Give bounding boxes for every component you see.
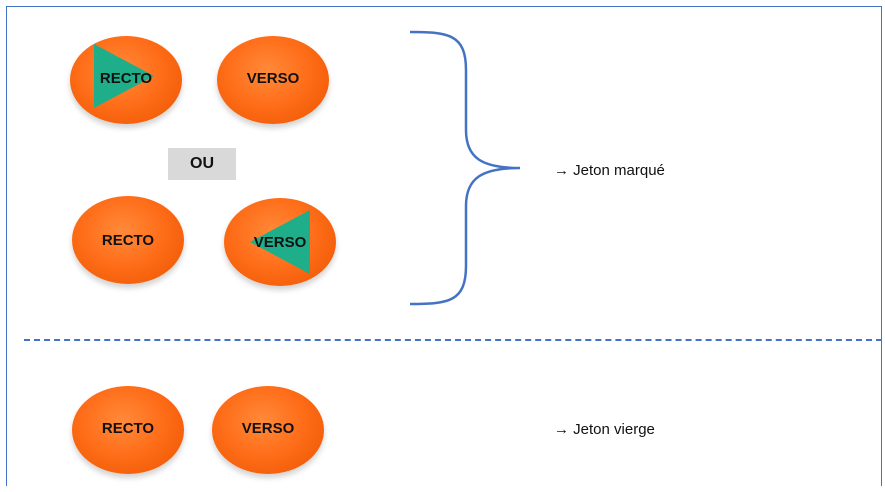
result-marked: → Jeton marqué xyxy=(554,162,665,179)
or-label: OU xyxy=(168,148,236,180)
token-verso-blank: VERSO xyxy=(212,386,324,474)
token-label-recto: RECTO xyxy=(99,70,153,87)
token-recto-blank: RECTO xyxy=(72,386,184,474)
token-verso-marked: VERSO xyxy=(224,198,336,286)
diagram-frame xyxy=(6,6,882,486)
result-blank: → Jeton vierge xyxy=(554,421,655,438)
token-label-verso: VERSO xyxy=(246,70,300,87)
token-label-recto: RECTO xyxy=(101,232,155,249)
triangle-right-icon xyxy=(94,44,154,108)
token-recto-plain: RECTO xyxy=(72,196,184,284)
token-label-verso: VERSO xyxy=(241,420,295,437)
triangle-left-icon xyxy=(250,210,310,274)
token-recto-marked: RECTO xyxy=(70,36,182,124)
dashed-separator xyxy=(24,339,882,341)
token-verso-plain: VERSO xyxy=(217,36,329,124)
curly-brace-icon xyxy=(409,30,521,306)
token-label-recto: RECTO xyxy=(101,420,155,437)
token-label-verso: VERSO xyxy=(253,234,307,251)
